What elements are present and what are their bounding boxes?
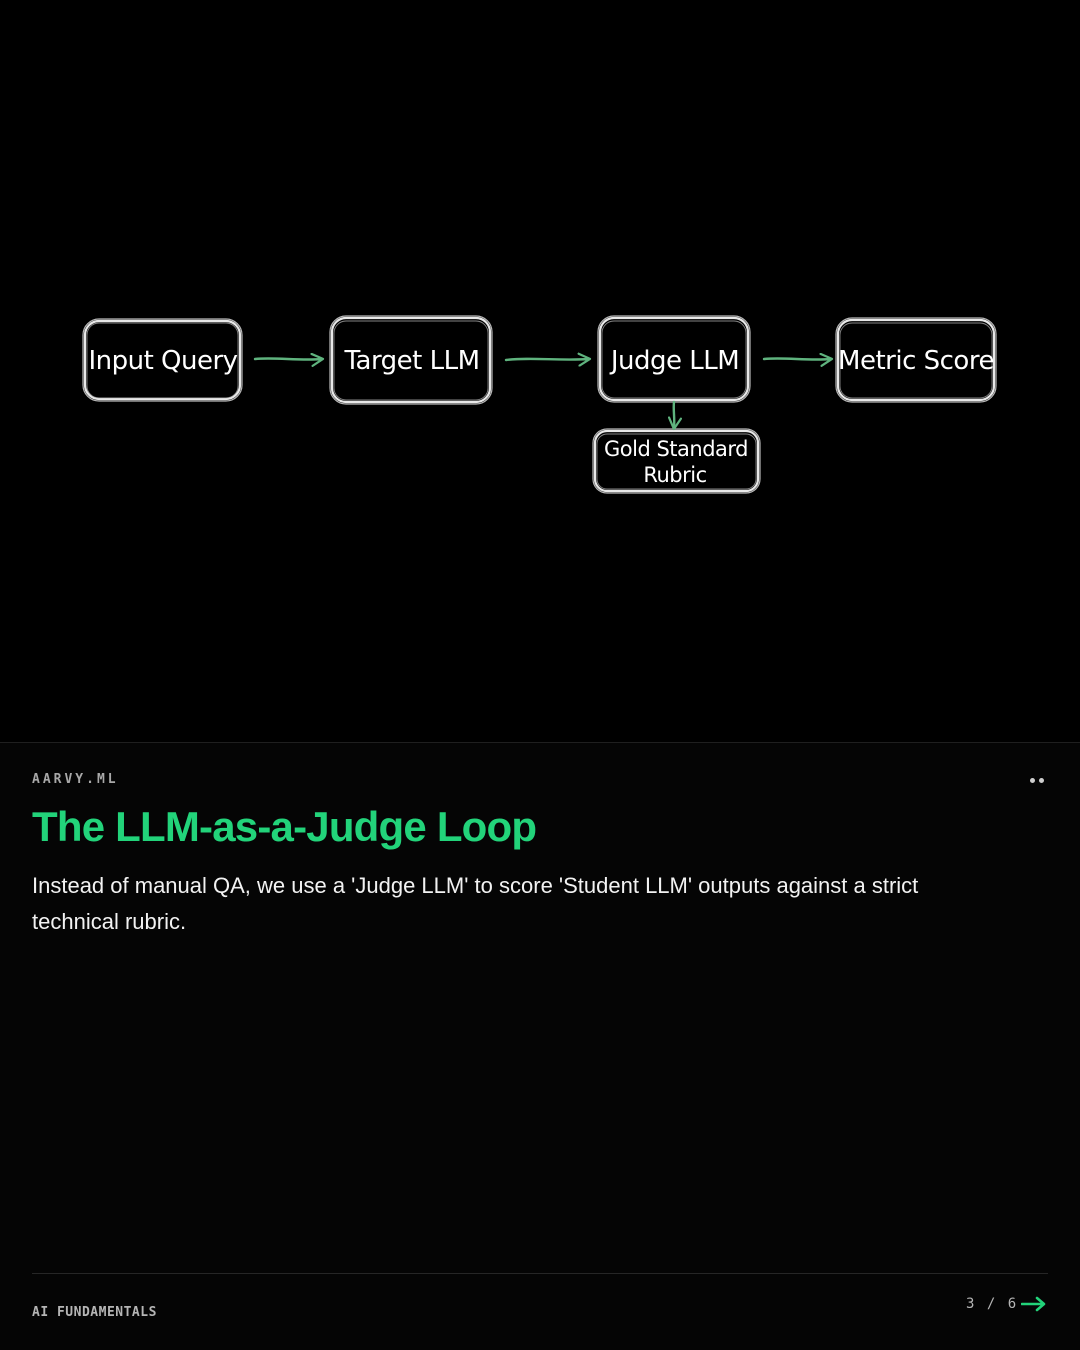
node-metric-score: Metric Score — [835, 317, 997, 403]
diagram-canvas: Input Query Target LLM Judge LLM Metric … — [82, 315, 997, 494]
node-gold-standard-label-line1: Gold Standard — [604, 437, 748, 461]
node-gold-standard-label-line2: Rubric — [643, 463, 706, 487]
node-input-query: Input Query — [82, 318, 243, 402]
dot — [1030, 777, 1035, 783]
llm-judge-flow-diagram: Input Query Target LLM Judge LLM Metric … — [82, 315, 997, 494]
edge-judge-to-rubric — [674, 400, 675, 428]
edge-input-to-target — [253, 358, 322, 359]
section-divider — [0, 742, 1080, 743]
category-label: AI FUNDAMENTALS — [32, 1305, 157, 1320]
node-gold-standard-rubric: Gold Standard Rubric — [592, 428, 761, 494]
more-dots-icon[interactable] — [1030, 774, 1052, 786]
node-target-llm: Target LLM — [329, 315, 493, 405]
slide-title: The LLM-as-a-Judge Loop — [32, 803, 537, 850]
edge-judge-to-metric — [762, 358, 831, 359]
node-judge-llm-label: Judge LLM — [609, 346, 739, 376]
dot — [1039, 777, 1044, 783]
node-metric-score-label: Metric Score — [838, 346, 994, 376]
node-target-llm-label: Target LLM — [343, 346, 479, 376]
slide-description: Instead of manual QA, we use a 'Judge LL… — [32, 873, 919, 934]
pagination: 3 / 6 — [966, 1296, 1019, 1312]
node-input-query-label: Input Query — [88, 346, 237, 376]
node-judge-llm: Judge LLM — [597, 315, 751, 403]
edge-target-to-judge — [504, 359, 589, 360]
footer-divider — [32, 1273, 1048, 1274]
arrow-right-icon[interactable] — [1020, 1296, 1047, 1312]
brand-name: AARVY.ML — [32, 772, 119, 787]
